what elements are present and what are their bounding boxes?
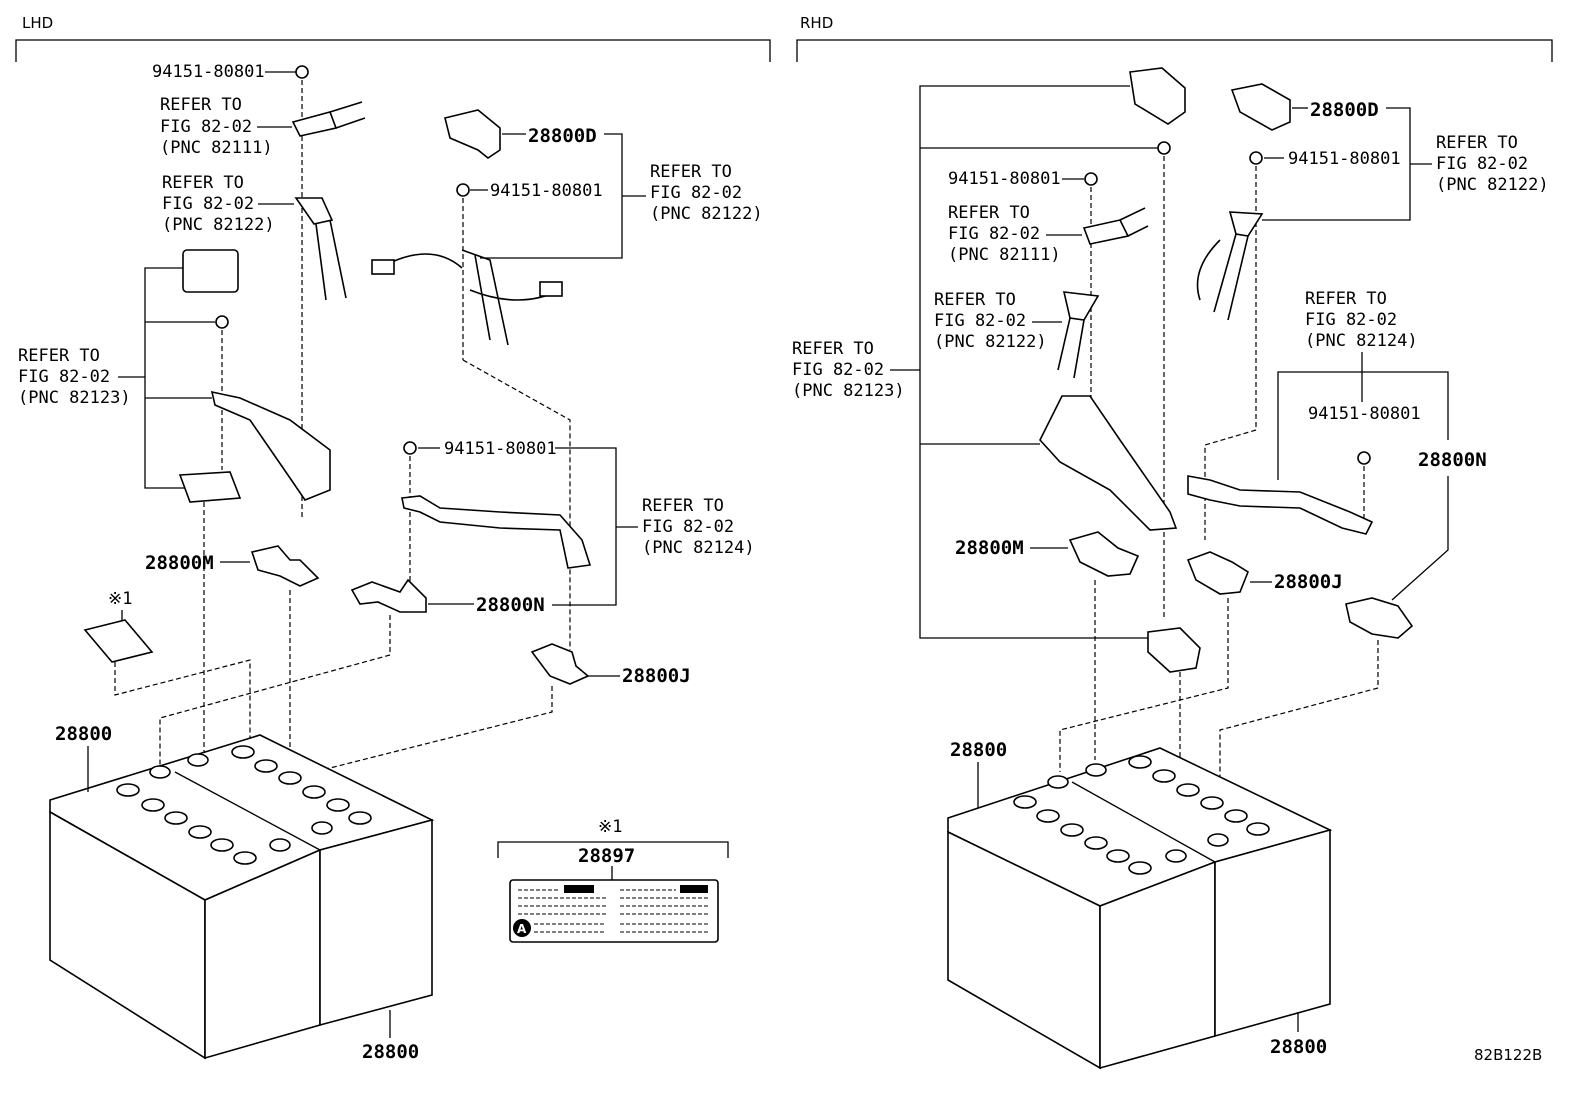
lhd-battery-pack bbox=[49, 734, 435, 1060]
positive-harness bbox=[379, 249, 561, 346]
cable-82123 bbox=[210, 390, 331, 501]
lhd-ref4-b: FIG 82-02 bbox=[18, 367, 110, 387]
rhd-nut-label-1: 94151-80801 bbox=[948, 169, 1061, 189]
rhd-ref3-a: REFER TO bbox=[792, 339, 874, 359]
figure-code: 82B122B bbox=[1474, 1046, 1542, 1064]
lhd-ref5-a: REFER TO bbox=[642, 496, 724, 516]
section-lhd: LHD bbox=[22, 14, 53, 32]
lhd-ref4-c: (PNC 82123) bbox=[18, 388, 131, 408]
nut-icon-7 bbox=[1249, 151, 1263, 165]
rhd-terminal-m-icon bbox=[1068, 531, 1140, 577]
lhd-nut-label-1: 94151-80801 bbox=[152, 62, 265, 82]
nut-icon-5 bbox=[1157, 141, 1171, 155]
lhd-ref1-c: (PNC 82111) bbox=[160, 138, 273, 158]
rhd-terminal-clamp bbox=[1147, 627, 1201, 673]
rhd-link-cable bbox=[1187, 475, 1374, 535]
lhd-ref4-a: REFER TO bbox=[18, 346, 100, 366]
rhd-ref2-a: REFER TO bbox=[934, 290, 1016, 310]
warning-label-icon: A bbox=[509, 879, 719, 943]
lhd-cover-d-label: 28800D bbox=[528, 125, 597, 147]
label-badge: A bbox=[517, 922, 527, 936]
terminal-m-icon bbox=[250, 545, 320, 587]
lhd-nut-label-3: 94151-80801 bbox=[444, 439, 557, 459]
terminal-cover-icon bbox=[444, 109, 501, 159]
lhd-nut-label-2: 94151-80801 bbox=[490, 181, 603, 201]
terminal-j-icon bbox=[530, 643, 590, 685]
ground-cable bbox=[329, 101, 366, 129]
rhd-cable-82123 bbox=[1039, 395, 1178, 531]
rhd-ref1-b: FIG 82-02 bbox=[948, 224, 1040, 244]
nut-icon-2 bbox=[456, 183, 470, 197]
rhd-nut-label-2: 94151-80801 bbox=[1288, 149, 1401, 169]
terminal-clamp-lhd bbox=[178, 471, 242, 503]
harness-connector bbox=[371, 259, 395, 275]
lhd-battery-label-top: 28800 bbox=[55, 723, 112, 745]
rhd-terminal-j-icon bbox=[1186, 551, 1249, 595]
lhd-ref3-b: FIG 82-02 bbox=[650, 183, 742, 203]
cover-box-icon bbox=[182, 249, 239, 293]
label-part-number: 28897 bbox=[578, 845, 635, 867]
lhd-terminal-j-label: 28800J bbox=[622, 665, 691, 687]
lhd-ref2-a: REFER TO bbox=[162, 173, 244, 193]
rhd-ref3-b: FIG 82-02 bbox=[792, 360, 884, 380]
section-rhd: RHD bbox=[800, 14, 833, 32]
lhd-ref2-b: FIG 82-02 bbox=[162, 194, 254, 214]
lhd-note-mark: ※1 bbox=[108, 589, 132, 609]
cable-82122 bbox=[315, 219, 347, 301]
lhd-terminal-n-label: 28800N bbox=[476, 594, 545, 616]
lhd-ref1-b: FIG 82-02 bbox=[160, 117, 252, 137]
lhd-ref3-c: (PNC 82122) bbox=[650, 204, 763, 224]
rhd-ref4-a: REFER TO bbox=[1436, 133, 1518, 153]
rhd-ref2-c: (PNC 82122) bbox=[934, 332, 1047, 352]
rhd-ref4-c: (PNC 82122) bbox=[1436, 175, 1549, 195]
rhd-bracket bbox=[796, 39, 1553, 62]
lhd-bracket bbox=[15, 39, 771, 62]
nut-icon-6 bbox=[1084, 172, 1098, 186]
rhd-terminal-n-label: 28800N bbox=[1418, 449, 1487, 471]
label-note-mark: ※1 bbox=[598, 817, 622, 837]
link-cable-lhd bbox=[401, 495, 592, 569]
lhd-ref3-a: REFER TO bbox=[650, 162, 732, 182]
rhd-battery-pack bbox=[947, 747, 1333, 1070]
lhd-ref5-b: FIG 82-02 bbox=[642, 517, 734, 537]
rhd-ref5-a: REFER TO bbox=[1305, 289, 1387, 309]
cable-82122-terminal bbox=[294, 197, 334, 225]
rhd-battery-label-top: 28800 bbox=[950, 739, 1007, 761]
nut-icon-3 bbox=[215, 315, 229, 329]
rhd-ref5-b: FIG 82-02 bbox=[1305, 310, 1397, 330]
lhd-ref5-c: (PNC 82124) bbox=[642, 538, 755, 558]
rhd-cable-82122-left bbox=[1062, 291, 1100, 321]
rhd-ref4-b: FIG 82-02 bbox=[1436, 154, 1528, 174]
rhd-ref2-b: FIG 82-02 bbox=[934, 311, 1026, 331]
rhd-terminal-n-icon bbox=[1345, 597, 1414, 639]
rhd-ref1-a: REFER TO bbox=[948, 203, 1030, 223]
rhd-cover-d-label: 28800D bbox=[1310, 99, 1379, 121]
nut-icon-4 bbox=[403, 441, 417, 455]
ground-cable-terminal bbox=[291, 111, 338, 137]
terminal-n-icon bbox=[350, 578, 427, 613]
nut-icon bbox=[295, 65, 309, 79]
rhd-ref3-c: (PNC 82123) bbox=[792, 381, 905, 401]
rhd-ref1-c: (PNC 82111) bbox=[948, 245, 1061, 265]
rhd-battery-label-bottom: 28800 bbox=[1270, 1036, 1327, 1058]
rhd-cover-right-icon bbox=[1230, 83, 1291, 131]
label-sticker-icon bbox=[83, 619, 154, 663]
lhd-battery-label-bottom: 28800 bbox=[362, 1041, 419, 1063]
lhd-ref2-c: (PNC 82122) bbox=[162, 215, 275, 235]
rhd-cable-82122-right bbox=[1228, 211, 1264, 237]
lhd-ref1-a: REFER TO bbox=[160, 95, 242, 115]
harness-connector-2 bbox=[539, 281, 563, 297]
rhd-nut-label-3: 94151-80801 bbox=[1308, 404, 1421, 424]
rhd-terminal-m-label: 28800M bbox=[955, 537, 1024, 559]
rhd-cover-left-icon bbox=[1129, 67, 1186, 125]
nut-icon-8 bbox=[1357, 451, 1371, 465]
lhd-terminal-m-label: 28800M bbox=[145, 552, 214, 574]
rhd-ref5-c: (PNC 82124) bbox=[1305, 331, 1418, 351]
rhd-terminal-j-label: 28800J bbox=[1274, 571, 1343, 593]
